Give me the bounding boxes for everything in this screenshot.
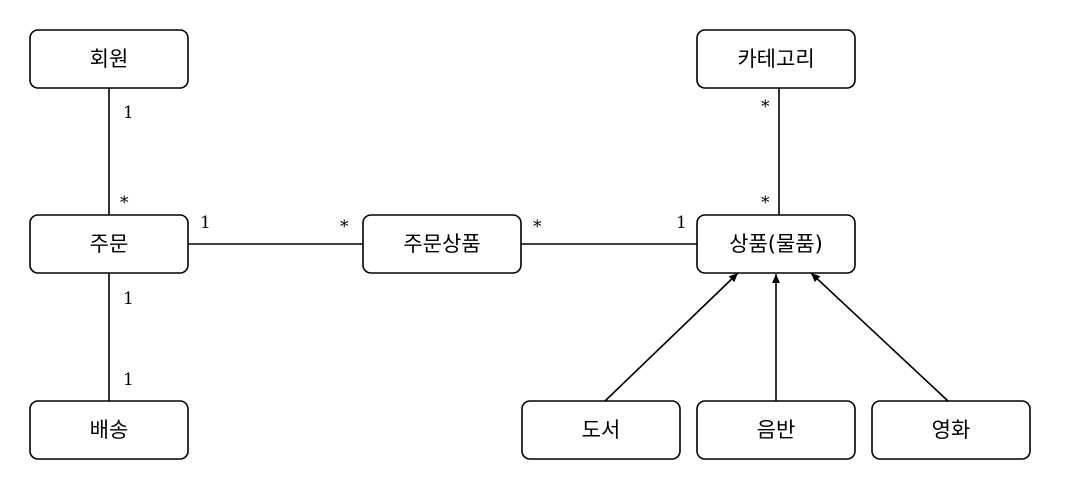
mult-orderitem-end-left: * [340,217,349,237]
node-movie-label: 영화 [932,418,971,442]
mult-item-end-left: 1 [676,213,687,233]
mult-order-end-right: 1 [200,213,211,233]
mult-member-end: 1 [123,103,134,123]
node-book-label: 도서 [582,418,621,442]
node-album[interactable]: 음반 [696,400,856,460]
node-delivery-label: 배송 [90,418,129,442]
node-item-label: 상품(물품) [729,232,823,256]
node-category-label: 카테고리 [737,47,814,71]
node-order-item-label: 주문상품 [403,232,480,256]
node-order-item[interactable]: 주문상품 [362,214,522,274]
edge-movie-item-arrow [810,272,949,402]
node-book[interactable]: 도서 [521,400,681,460]
node-movie[interactable]: 영화 [871,400,1031,460]
edge-book-item-arrow [604,272,739,402]
node-order[interactable]: 주문 [29,214,189,274]
mult-order-end-bottom: 1 [123,289,134,309]
node-category[interactable]: 카테고리 [696,29,856,89]
mult-orderitem-end-right: * [533,217,542,237]
node-member[interactable]: 회원 [29,29,189,89]
node-item[interactable]: 상품(물품) [696,214,856,274]
mult-category-end: * [761,97,770,117]
mult-item-end-top: * [761,193,770,213]
node-order-label: 주문 [90,232,129,256]
node-delivery[interactable]: 배송 [29,400,189,460]
node-member-label: 회원 [90,47,129,71]
mult-order-end-top: * [120,193,129,213]
node-album-label: 음반 [757,418,796,442]
mult-delivery-end: 1 [123,370,134,390]
